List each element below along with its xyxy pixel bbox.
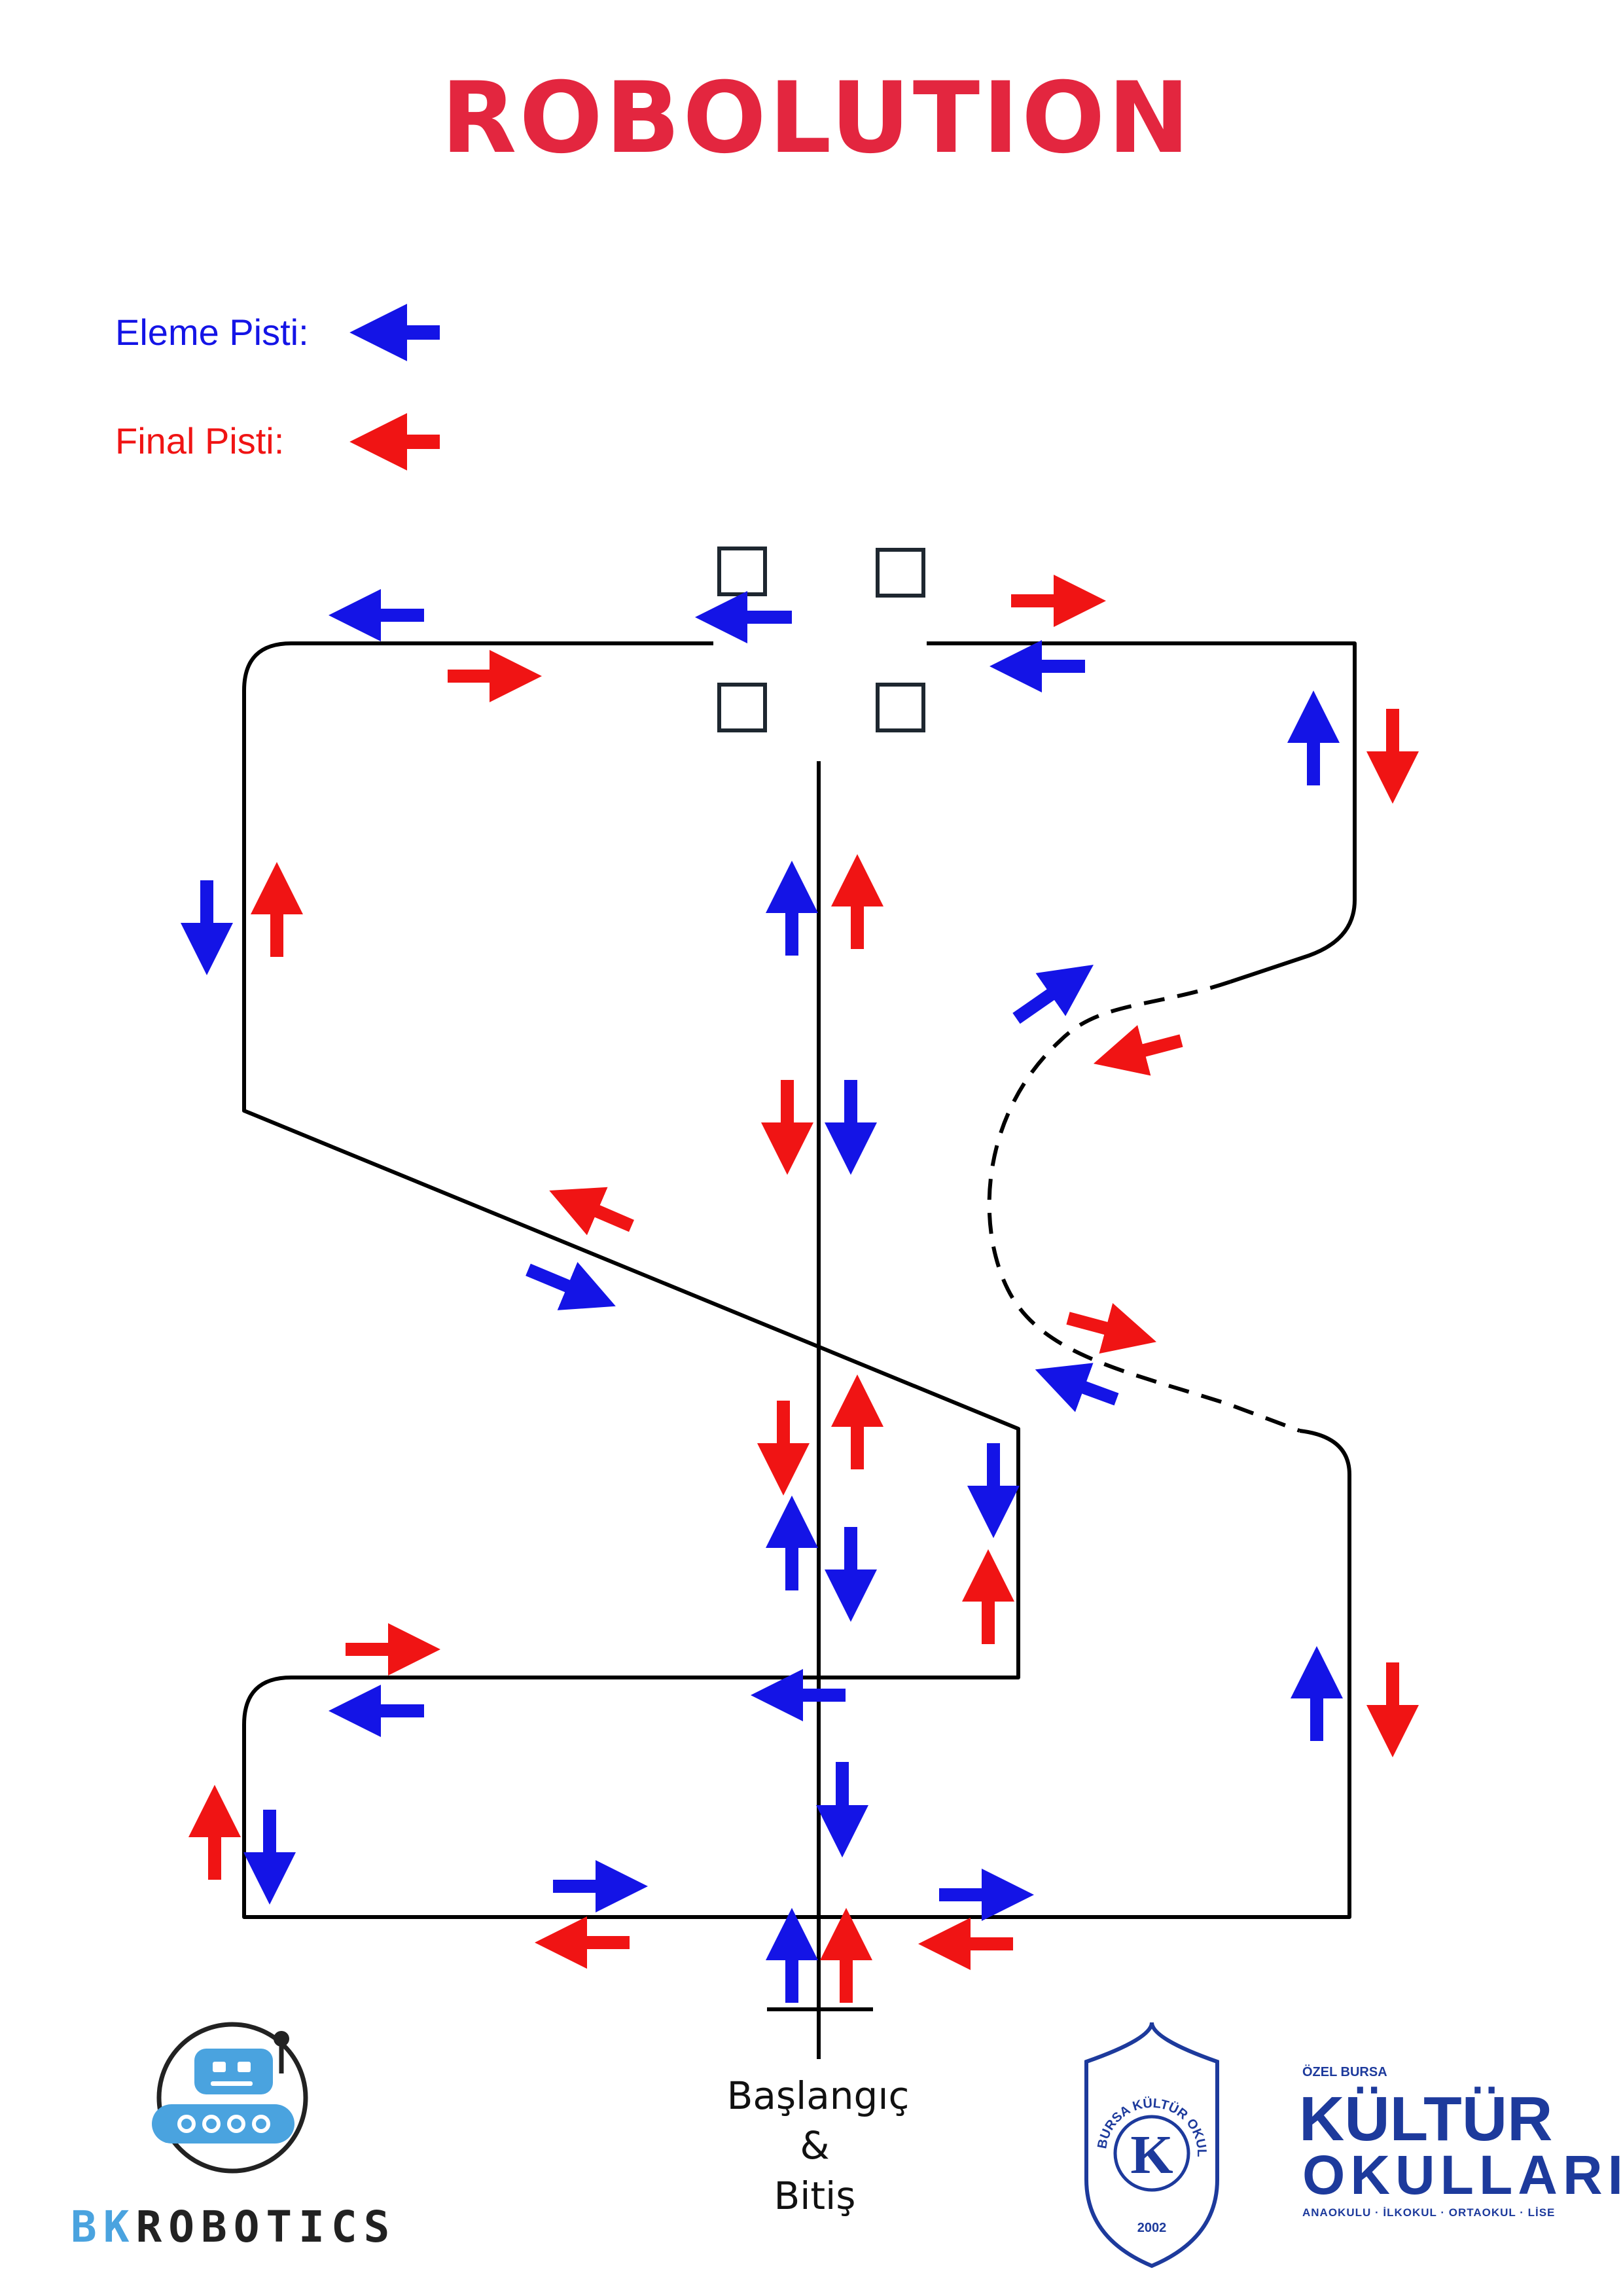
obstacles — [717, 547, 925, 732]
robot-wheel — [227, 2115, 245, 2133]
obstacle-square — [717, 683, 767, 732]
wordmark-top: ÖZEL BURSA — [1302, 2064, 1387, 2079]
logo-ring — [156, 2022, 308, 2174]
wordmark-main: KÜLTÜR — [1299, 2084, 1552, 2154]
wordmark-sub: OKULLARI — [1302, 2144, 1623, 2206]
elimination-arrows — [181, 589, 1343, 2003]
kultur-wordmark-logo: ÖZEL BURSA KÜLTÜR OKULLARI ANAOKULU · İL… — [1299, 2064, 1623, 2219]
seal-year: 2002 — [1137, 2221, 1167, 2235]
wordmark-tagline: ANAOKULU · İLKOKUL · ORTAOKUL · LİSE — [1302, 2206, 1555, 2219]
elimination-arrow — [1012, 965, 1094, 1024]
seal-shield-outer — [1084, 2022, 1219, 2269]
obstacle-square — [876, 683, 925, 732]
robot-eye — [213, 2062, 226, 2072]
legend-elimination-label: Eleme Pisti: — [115, 312, 309, 353]
legend-final-label: Final Pisti: — [115, 420, 284, 461]
elimination-arrow — [1035, 1363, 1119, 1412]
finish-label: Bitiş — [774, 2174, 856, 2218]
robot-tracks — [152, 2104, 294, 2144]
robot-mouth — [211, 2081, 253, 2086]
bk-robotics-logo: BKROBOTICS — [71, 2022, 396, 2252]
obstacle-square — [876, 548, 925, 598]
track-right-dashed-curve — [987, 980, 1301, 1433]
final-arrows — [188, 575, 1419, 2003]
seal-letter: K — [1130, 2125, 1173, 2185]
robot-head — [194, 2049, 273, 2094]
robot-wheel — [252, 2115, 270, 2133]
robotics-text: ROBOTICS — [135, 2202, 396, 2252]
track — [242, 641, 1357, 2059]
robot-antenna-tip — [274, 2031, 289, 2047]
page-title: ROBOLUTION — [441, 62, 1192, 175]
bk-robotics-text: BKROBOTICS — [71, 2202, 396, 2252]
ampersand-label: & — [800, 2123, 829, 2168]
robot-wheel — [177, 2115, 196, 2133]
final-arrow — [1093, 1025, 1183, 1076]
track-left-loop — [242, 641, 1351, 1919]
start-finish-label: Başlangıç & Bitiş — [727, 2073, 910, 2218]
elimination-arrow — [526, 1262, 616, 1310]
start-label: Başlangıç — [727, 2073, 910, 2118]
robot-wheel — [202, 2115, 221, 2133]
obstacle-square — [717, 547, 767, 596]
track-right-top — [927, 641, 1357, 984]
seal-inner-ring — [1113, 2115, 1190, 2192]
final-arrow — [1066, 1302, 1157, 1354]
robot-eye — [238, 2062, 251, 2072]
final-arrow — [549, 1187, 634, 1236]
bk-text: BK — [71, 2202, 135, 2252]
legend: Eleme Pisti: Final Pisti: — [115, 304, 440, 471]
